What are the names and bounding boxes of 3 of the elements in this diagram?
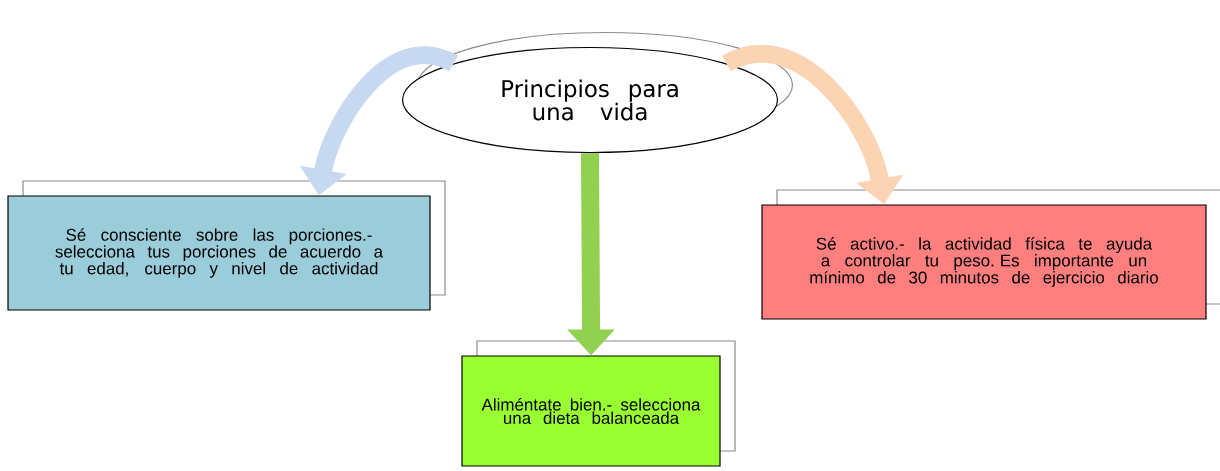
text-box: Sé activo.- la actividad física te ayuda a controlar tu peso. Es importante un mínimo de 30 minutos de ejercicio diario bbox=[761, 189, 1220, 320]
text-box: Aliméntate bien.- selecciona una dieta balanceada bbox=[461, 340, 736, 467]
text-box: Sé consciente sobre las porciones.- selecciona tus porciones de acuerdo a tu edad, cuerpo y nivel de actividad bbox=[7, 180, 446, 311]
